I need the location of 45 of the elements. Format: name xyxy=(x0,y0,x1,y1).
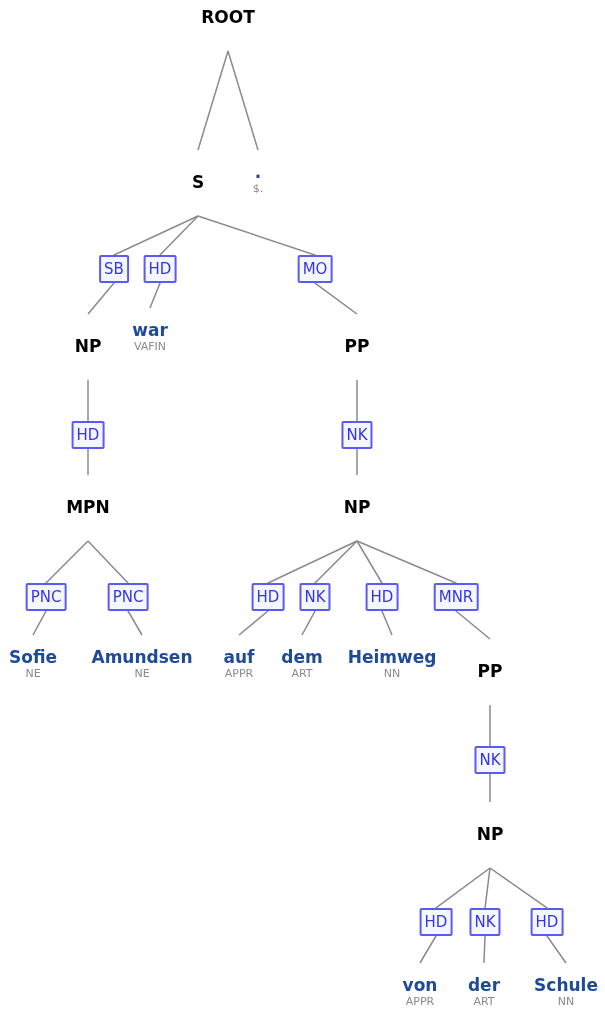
edge-label: PNC xyxy=(25,583,67,611)
pos-tag: NE xyxy=(134,667,150,680)
edge-label: NK xyxy=(474,746,506,774)
phrase-label: PP xyxy=(473,639,507,705)
edge-label: HD xyxy=(251,583,285,611)
edge-label: SB xyxy=(99,255,129,283)
pos-tag: NE xyxy=(25,667,41,680)
tree-branch xyxy=(197,50,229,151)
tree-branch xyxy=(227,50,259,151)
edge-label: NK xyxy=(469,908,501,936)
phrase-label: NP xyxy=(339,475,375,541)
phrase-label: ROOT xyxy=(197,0,259,51)
edge-label: MNR xyxy=(433,583,479,611)
word-token: war xyxy=(132,320,168,340)
edge-label: HD xyxy=(71,421,105,449)
word-token: Heimweg xyxy=(347,647,437,667)
edge-label: HD xyxy=(530,908,564,936)
phrase-label: NP xyxy=(472,802,508,868)
edge-label: HD xyxy=(419,908,453,936)
pos-tag: VAFIN xyxy=(133,340,167,353)
edge-label: MO xyxy=(297,255,333,283)
word-token: auf xyxy=(223,647,255,667)
phrase-label: S xyxy=(187,150,209,216)
edge-label: NK xyxy=(341,421,373,449)
edge-label: HD xyxy=(365,583,399,611)
word-token: Schule xyxy=(534,975,598,995)
pos-tag: APPR xyxy=(224,667,254,680)
word-token: Amundsen xyxy=(91,647,193,667)
word-token: dem xyxy=(281,647,323,667)
word-token: . xyxy=(254,162,262,182)
phrase-label: NP xyxy=(70,314,106,380)
pos-tag: ART xyxy=(291,667,313,680)
edge-label: NK xyxy=(299,583,331,611)
word-token: Sofie xyxy=(8,647,58,667)
phrase-label: PP xyxy=(340,314,374,380)
edge-label: PNC xyxy=(107,583,149,611)
pos-tag: NN xyxy=(383,667,401,680)
pos-tag: NN xyxy=(557,995,575,1008)
word-token: der xyxy=(467,975,501,995)
pos-tag: APPR xyxy=(405,995,435,1008)
pos-tag: ART xyxy=(473,995,495,1008)
pos-tag: $. xyxy=(252,182,264,195)
phrase-label: MPN xyxy=(62,475,114,541)
edge-label: HD xyxy=(143,255,177,283)
word-token: von xyxy=(402,975,438,995)
